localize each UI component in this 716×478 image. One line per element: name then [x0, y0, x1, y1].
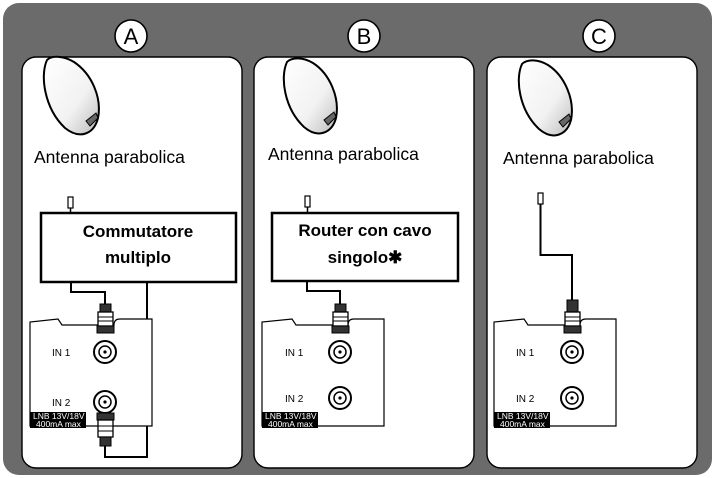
f-connector	[331, 303, 350, 334]
lnb-badge-line1: LNB 13V/18V	[265, 411, 317, 421]
f-connector	[96, 303, 115, 334]
lnb-badge-line1: LNB 13V/18V	[497, 411, 549, 421]
port-in2-label: IN 2	[285, 394, 304, 405]
panel-a: Antenna parabolica Commutatore multiplo …	[21, 55, 243, 469]
port-in1-label: IN 1	[516, 348, 535, 359]
multiswitch-label-line1: Commutatore	[83, 222, 194, 241]
f-connector	[563, 299, 582, 334]
receiver-rear-panel	[493, 318, 617, 427]
lnb-badge	[262, 412, 318, 428]
lnb-badge	[30, 412, 86, 428]
panel-letter-b-text: B	[357, 24, 372, 49]
lnb-badge-line1: LNB 13V/18V	[33, 411, 85, 421]
satellite-dish-icon	[282, 57, 338, 135]
lnb-badge-line2: 400mA max	[500, 419, 546, 429]
port-in2-label: IN 2	[516, 394, 535, 405]
satellite-dish-icon	[517, 59, 573, 137]
f-connector	[96, 412, 115, 447]
panel-letter-c-text: C	[591, 24, 607, 49]
multiswitch-box	[39, 211, 238, 284]
lnb-badge-line2: 400mA max	[268, 419, 314, 429]
router-label-line2: singolo✱	[328, 248, 403, 267]
panel-letter-c: C	[582, 19, 616, 53]
panel-b: Antenna parabolica Router con cavo singo…	[253, 56, 475, 469]
dish-label: Antenna parabolica	[34, 147, 185, 167]
port-in2-label: IN 2	[52, 398, 71, 409]
receiver-rear-panel	[29, 318, 153, 427]
router-label-line1: Router con cavo	[298, 221, 431, 240]
panel-letter-a-text: A	[124, 24, 139, 49]
satellite-dish-icon	[42, 55, 100, 136]
port-in1-label: IN 1	[52, 348, 71, 359]
panel-letter-a: A	[114, 19, 148, 53]
panel-c: Antenna parabolica IN 1 IN 2 LNB 13V/18V…	[486, 56, 698, 469]
multiswitch-label-line2: multiplo	[105, 248, 171, 267]
receiver-rear-panel	[261, 318, 385, 427]
lnb-badge	[494, 412, 550, 428]
lnb-badge-line2: 400mA max	[36, 419, 82, 429]
port-in1-label: IN 1	[285, 348, 304, 359]
panel-letter-b: B	[347, 19, 381, 53]
dish-label: Antenna parabolica	[268, 144, 419, 164]
dish-label: Antenna parabolica	[503, 148, 654, 168]
single-cable-router-box	[270, 211, 460, 283]
